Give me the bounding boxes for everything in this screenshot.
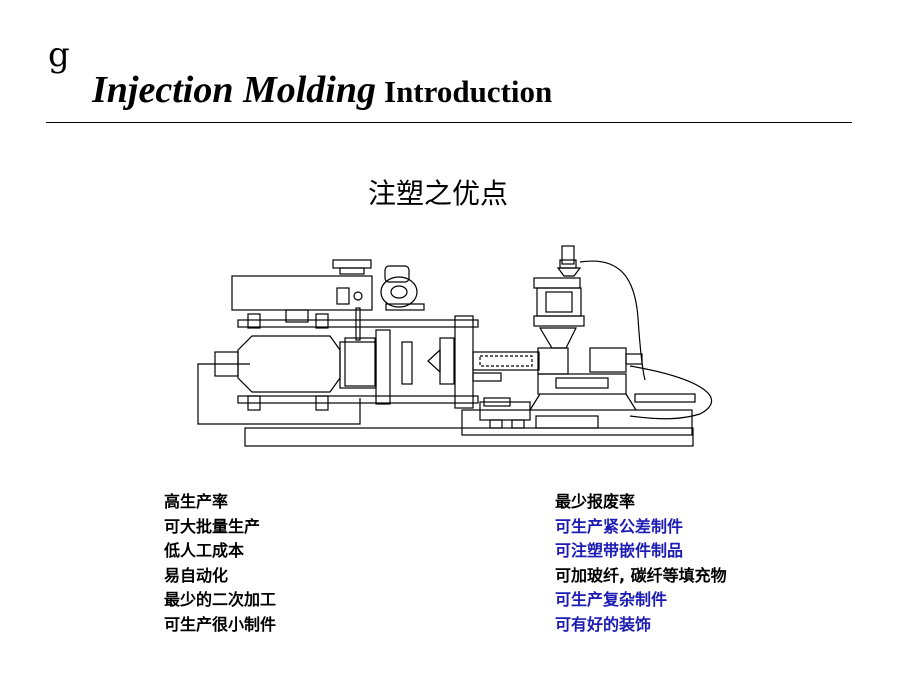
cylinder-top-block [285, 309, 309, 323]
injection-housing [537, 373, 627, 395]
hopper-funnel [556, 267, 582, 277]
list-item: 易自动化 [164, 565, 229, 585]
list-item: 可注塑带嵌件制品 [555, 541, 684, 561]
motor-pump [380, 276, 418, 308]
motor-pump-inner [390, 285, 408, 299]
list-item: 低人工成本 [164, 541, 245, 561]
barrel-screw [479, 355, 533, 367]
tie-bar-clamp-bottom [247, 395, 261, 411]
tie-bar-bottom [237, 395, 479, 404]
control-box [231, 275, 373, 311]
cylinder-cap [214, 351, 239, 377]
list-item: 最少的二次加工 [164, 590, 277, 610]
support-leg-2 [625, 393, 637, 411]
barrel-mount [472, 372, 502, 382]
injection-carriage [537, 347, 569, 375]
advantages-list-left: 高生产率 可大批量生产 低人工成本 易自动化 最少的二次加工 可生产很小制件 [164, 490, 276, 638]
hydraulic-foot-2 [511, 419, 525, 429]
gauge [353, 291, 363, 301]
support-step [634, 393, 696, 403]
slide-title: Injection Molding Introduction [92, 68, 552, 112]
advantages-list-right: 最少报废率 可生产紧公差制件 可注塑带嵌件制品 可加玻纤, 碳纤等填充物 可生产… [555, 490, 727, 638]
hopper-bottom [533, 315, 585, 327]
mold-insert [401, 341, 413, 385]
hopper-pipe [561, 245, 575, 265]
injection-molding-machine-illustration [197, 245, 713, 447]
list-item: 可加玻纤, 碳纤等填充物 [555, 565, 727, 585]
tie-bar-clamp-bottom-2 [315, 395, 329, 411]
hydraulic-block-2 [483, 397, 511, 407]
title-divider [46, 122, 852, 123]
hopper-top [533, 277, 581, 289]
injection-cylinder [589, 347, 627, 373]
list-item: 可生产紧公差制件 [555, 516, 684, 536]
tie-bar-top [237, 319, 479, 328]
logo-glyph: g [48, 35, 70, 75]
control-box-cap [332, 259, 372, 269]
mold-half-left [375, 329, 391, 405]
injection-rod [625, 353, 643, 365]
hydraulic-foot [489, 419, 503, 429]
pump-mount [384, 265, 410, 283]
hopper-window [545, 291, 573, 313]
machine-base [244, 427, 694, 447]
control-panel [535, 415, 599, 429]
moving-platen [344, 337, 376, 387]
clamp-cylinder [237, 335, 341, 393]
control-box-cap-2 [339, 267, 365, 275]
list-item: 可生产复杂制件 [555, 590, 668, 610]
tie-bar-clamp-top-2 [315, 313, 329, 329]
frame-loop-left [197, 363, 361, 425]
mold-half-right [439, 337, 455, 385]
hydraulic-block [479, 401, 531, 421]
list-item: 可有好的装饰 [555, 614, 652, 634]
slide-subtitle: 注塑之优点 [367, 177, 508, 210]
list-item: 可大批量生产 [164, 516, 261, 536]
pump-base [385, 303, 425, 311]
tie-bar-clamp-top [247, 313, 261, 329]
injection-housing-window [555, 377, 609, 389]
support-leg [529, 393, 541, 411]
stationary-platen [454, 315, 474, 409]
title-main: Injection Molding [92, 69, 376, 111]
nozzle-cone [427, 348, 441, 374]
control-box-window [336, 287, 350, 305]
platen-rod [355, 307, 361, 341]
list-item: 最少报废率 [555, 492, 636, 511]
return-hose [629, 365, 713, 420]
injection-unit-base [461, 409, 693, 436]
list-item: 可生产很小制件 [164, 614, 277, 634]
list-item: 高生产率 [164, 492, 229, 511]
hopper-throat [538, 327, 577, 349]
title-sub: Introduction [384, 74, 553, 109]
barrel [472, 351, 540, 371]
